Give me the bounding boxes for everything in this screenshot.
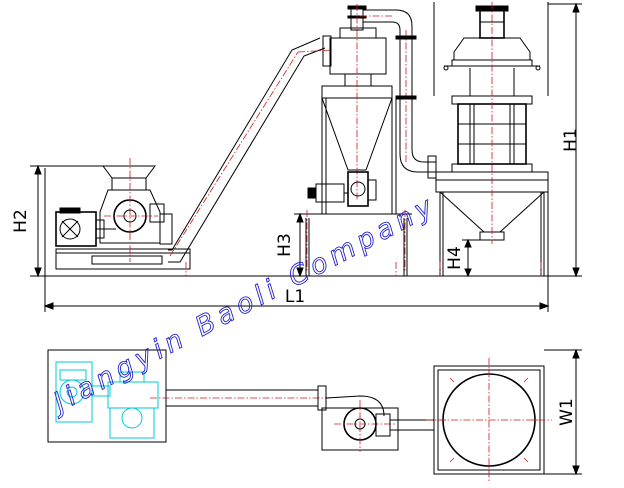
dimension-l1: L1 xyxy=(43,287,550,310)
cyclone-frame xyxy=(304,98,412,276)
anchor-marks xyxy=(185,262,542,276)
w1-label: W1 xyxy=(557,398,577,426)
dimension-h2: H2 xyxy=(11,164,112,278)
elevation-view: H1 H2 H3 H4 xyxy=(11,2,582,312)
l1-label: L1 xyxy=(285,287,305,307)
dimension-h3: H3 xyxy=(275,212,306,278)
pulverizer xyxy=(99,158,173,262)
cyclone-plan xyxy=(321,395,434,452)
h1-label: H1 xyxy=(561,128,581,152)
dimension-w1: W1 xyxy=(544,348,582,476)
bag-filter xyxy=(433,2,549,276)
conveying-pipe-plan xyxy=(150,385,330,411)
dimension-h4: H4 xyxy=(445,238,480,278)
h2-label: H2 xyxy=(11,209,31,233)
mill-base-plan xyxy=(47,349,167,443)
rotary-valve xyxy=(307,171,377,207)
plan-view: W1 xyxy=(47,348,582,482)
mill-plan-highlight xyxy=(55,361,159,439)
mill-base xyxy=(55,248,191,270)
conveying-pipe xyxy=(168,35,333,263)
h4-label: H4 xyxy=(445,246,465,270)
h3-label: H3 xyxy=(275,233,295,257)
bag-filter-plan xyxy=(426,358,552,482)
dimension-h1: H1 xyxy=(548,2,582,278)
motor-left xyxy=(55,207,116,247)
return-pipe xyxy=(360,9,437,179)
cyclone-separator xyxy=(321,4,393,200)
